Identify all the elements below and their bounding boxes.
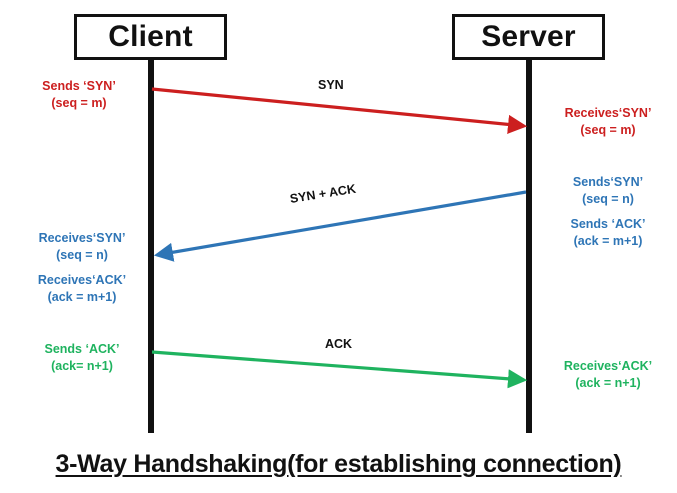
note-line-2: (ack = m+1): [573, 233, 643, 248]
note-client-receives-syn: Receives‘SYN’ (seq = n): [18, 230, 146, 263]
server-lifeline: [526, 60, 532, 433]
note-server-receives-syn: Receives‘SYN’ (seq = m): [545, 105, 671, 138]
server-label: Server: [481, 20, 576, 53]
note-line-1: Sends ‘SYN’: [42, 79, 116, 93]
note-line-1: Sends ‘ACK’: [44, 342, 120, 356]
syn-ack-arrow: [153, 190, 527, 262]
client-lifeline: [148, 60, 154, 433]
note-line-1: Receives‘SYN’: [38, 231, 126, 245]
note-line-2: (seq = n): [56, 247, 108, 262]
note-line-1: Receives‘SYN’: [564, 106, 652, 120]
ack-arrow: [151, 350, 528, 389]
note-line-1: Sends ‘ACK’: [570, 217, 646, 231]
note-server-sends-syn: Sends‘SYN’ (seq = n): [545, 174, 671, 207]
syn-ack-arrow-caption: SYN + ACK: [288, 181, 357, 206]
note-line-2: (ack = m+1): [47, 289, 117, 304]
note-client-sends-ack: Sends ‘ACK’ (ack= n+1): [18, 341, 146, 374]
note-line-1: Receives‘ACK’: [563, 359, 653, 373]
server-endpoint-box: Server: [452, 14, 605, 60]
diagram-title: 3-Way Handshaking(for establishing conne…: [55, 450, 622, 478]
note-line-2: (seq = m): [580, 122, 636, 137]
client-endpoint-box: Client: [74, 14, 227, 60]
note-line-2: (seq = n): [582, 191, 634, 206]
note-line-2: (seq = m): [51, 95, 107, 110]
syn-arrow: [151, 87, 528, 134]
syn-arrow-caption: SYN: [318, 78, 344, 92]
note-line-1: Sends‘SYN’: [572, 175, 644, 189]
client-label: Client: [108, 20, 193, 53]
note-server-receives-ack: Receives‘ACK’ (ack = n+1): [545, 358, 671, 391]
note-client-sends-syn: Sends ‘SYN’ (seq = m): [18, 78, 140, 111]
note-server-sends-ack: Sends ‘ACK’ (ack = m+1): [545, 216, 671, 249]
note-line-2: (ack= n+1): [51, 358, 113, 373]
note-client-receives-ack: Receives‘ACK’ (ack = m+1): [18, 272, 146, 305]
note-line-1: Receives‘ACK’: [37, 273, 127, 287]
ack-arrow-caption: ACK: [325, 337, 353, 351]
note-line-2: (ack = n+1): [575, 375, 641, 390]
